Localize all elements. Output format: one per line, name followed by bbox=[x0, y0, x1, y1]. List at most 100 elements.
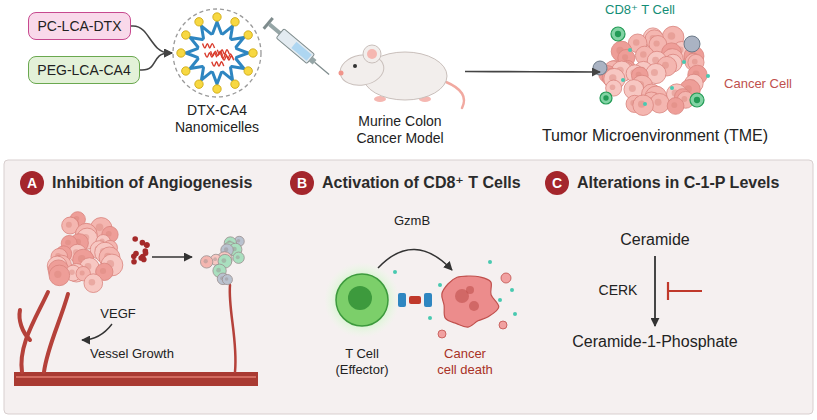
tumor-cluster bbox=[633, 95, 654, 116]
figure-label: CD8⁺ T Cell bbox=[590, 2, 690, 18]
tumor-cluster bbox=[633, 39, 640, 46]
panel-badge: AInhibition of Angiogenesis bbox=[20, 171, 44, 195]
tcell-drawing bbox=[336, 274, 388, 326]
panel-heading: Inhibition of Angiogenesis bbox=[52, 171, 252, 195]
angiogenesis-drawing bbox=[84, 274, 103, 293]
tcell-drawing bbox=[501, 273, 511, 283]
mouse bbox=[353, 64, 357, 68]
nanomicelle-drawing bbox=[232, 38, 244, 48]
tumor-cluster bbox=[651, 69, 658, 76]
tcell-drawing bbox=[510, 288, 514, 292]
label-holder: GzmB bbox=[382, 213, 442, 229]
tcell-drawing bbox=[409, 296, 421, 304]
node-caption: Tumor Microenvironment (TME) bbox=[525, 126, 785, 145]
nanomicelle-drawing bbox=[190, 38, 202, 48]
tumor-cluster bbox=[692, 59, 698, 65]
angiogenesis-drawing bbox=[14, 212, 258, 386]
tumor-cluster bbox=[593, 61, 607, 75]
node-caption: Murine Colon Cancer Model bbox=[344, 113, 456, 147]
figure-label: Ceramide bbox=[595, 230, 715, 249]
angiogenesis-drawing bbox=[233, 252, 244, 263]
mouse bbox=[367, 49, 377, 59]
figure-label: T Cell (Effector) bbox=[326, 346, 398, 377]
nanomicelle-drawing bbox=[244, 31, 252, 39]
nanomicelle-drawing bbox=[182, 67, 190, 75]
nanomicelle-drawing bbox=[244, 67, 252, 75]
nanomicelle-drawing bbox=[213, 73, 222, 84]
nanomicelle-drawing bbox=[213, 22, 222, 33]
nanomicelle-drawing bbox=[237, 49, 248, 58]
node-caption: DTX-CA4 Nanomicelles bbox=[165, 102, 269, 136]
angiogenesis-drawing bbox=[221, 258, 226, 263]
panel-letter: C bbox=[545, 171, 569, 195]
syringe bbox=[291, 42, 311, 61]
tcell-drawing bbox=[466, 286, 474, 294]
angiogenesis-drawing bbox=[133, 251, 139, 257]
nanomicelle-drawing bbox=[186, 49, 197, 58]
nanomicelle-drawing bbox=[202, 26, 212, 38]
tumor-cluster bbox=[603, 95, 608, 100]
nanomicelle-drawing bbox=[231, 80, 239, 88]
nanomicelle-drawing bbox=[182, 31, 190, 39]
angiogenesis-drawing bbox=[82, 324, 112, 340]
nanomicelle-drawing bbox=[249, 49, 257, 57]
compound-name: PC-LCA-DTX bbox=[37, 18, 121, 34]
tcell-drawing bbox=[428, 316, 432, 320]
tcell-drawing bbox=[348, 286, 372, 310]
angiogenesis-drawing bbox=[224, 247, 228, 251]
ceramide-pathway bbox=[655, 256, 702, 326]
panel-heading: Alterations in C-1-P Levels bbox=[577, 171, 779, 195]
label-holder: Ceramide-1-Phosphate bbox=[555, 332, 755, 351]
flow-arrow bbox=[140, 53, 172, 70]
tumor-cluster bbox=[671, 102, 677, 108]
panel-badge: CAlterations in C-1-P Levels bbox=[545, 171, 569, 195]
figure-label: VEGF bbox=[93, 306, 143, 322]
nanomicelle-circle: DTX-CA4 Nanomicelles bbox=[172, 8, 262, 98]
figure-label: GzmB bbox=[382, 213, 442, 229]
tcell-drawing bbox=[513, 312, 517, 316]
panel-badge: BActivation of CD8⁺ T Cells bbox=[290, 171, 314, 195]
angiogenesis-drawing bbox=[216, 268, 221, 273]
nanomicelle-drawing bbox=[222, 56, 234, 60]
flow-arrow bbox=[465, 71, 600, 73]
mouse-model: Murine Colon Cancer Model bbox=[335, 34, 465, 109]
nanomicelle-drawing bbox=[177, 49, 185, 57]
tcell-drawing bbox=[488, 260, 492, 264]
label-holder: Cancer Cell bbox=[718, 76, 798, 92]
angiogenesis-drawing bbox=[100, 268, 106, 274]
angiogenesis-drawing bbox=[138, 255, 144, 261]
tumor-cluster bbox=[629, 85, 636, 92]
tumor-cluster bbox=[667, 98, 684, 115]
tumor-cluster bbox=[668, 32, 676, 40]
angiogenesis-drawing bbox=[16, 376, 256, 378]
angiogenesis-drawing bbox=[143, 250, 149, 256]
syringe bbox=[268, 23, 281, 35]
tumor-cluster bbox=[600, 92, 612, 104]
panel-background bbox=[4, 160, 813, 414]
label-holder: Ceramide bbox=[595, 230, 715, 249]
tcell-drawing bbox=[398, 293, 406, 307]
tcell-drawing bbox=[393, 270, 397, 274]
angiogenesis-drawing bbox=[222, 274, 232, 284]
angiogenesis-drawing bbox=[69, 270, 75, 276]
tumor-cluster bbox=[682, 60, 686, 64]
compound-box: PC-LCA-DTX bbox=[28, 12, 131, 40]
label-holder: Cancer cell death bbox=[434, 346, 496, 377]
tumor-cluster bbox=[615, 31, 621, 37]
tumor-cluster bbox=[694, 97, 700, 103]
tcell-drawing bbox=[498, 298, 502, 302]
flow-arrow bbox=[131, 26, 172, 53]
nanomicelle-drawing bbox=[203, 44, 215, 48]
tcell-drawing bbox=[378, 249, 452, 270]
angiogenesis-drawing bbox=[225, 277, 229, 281]
angiogenesis-drawing bbox=[14, 372, 258, 386]
angiogenesis-drawing bbox=[131, 259, 137, 265]
angiogenesis-drawing bbox=[54, 271, 61, 278]
label-holder: VEGF bbox=[93, 306, 143, 322]
tumor-microenvironment: Tumor Microenvironment (TME) bbox=[600, 22, 710, 122]
tcell-drawing bbox=[499, 321, 507, 329]
mouse bbox=[363, 45, 381, 63]
mouse bbox=[446, 82, 464, 108]
angiogenesis-drawing bbox=[80, 270, 85, 275]
